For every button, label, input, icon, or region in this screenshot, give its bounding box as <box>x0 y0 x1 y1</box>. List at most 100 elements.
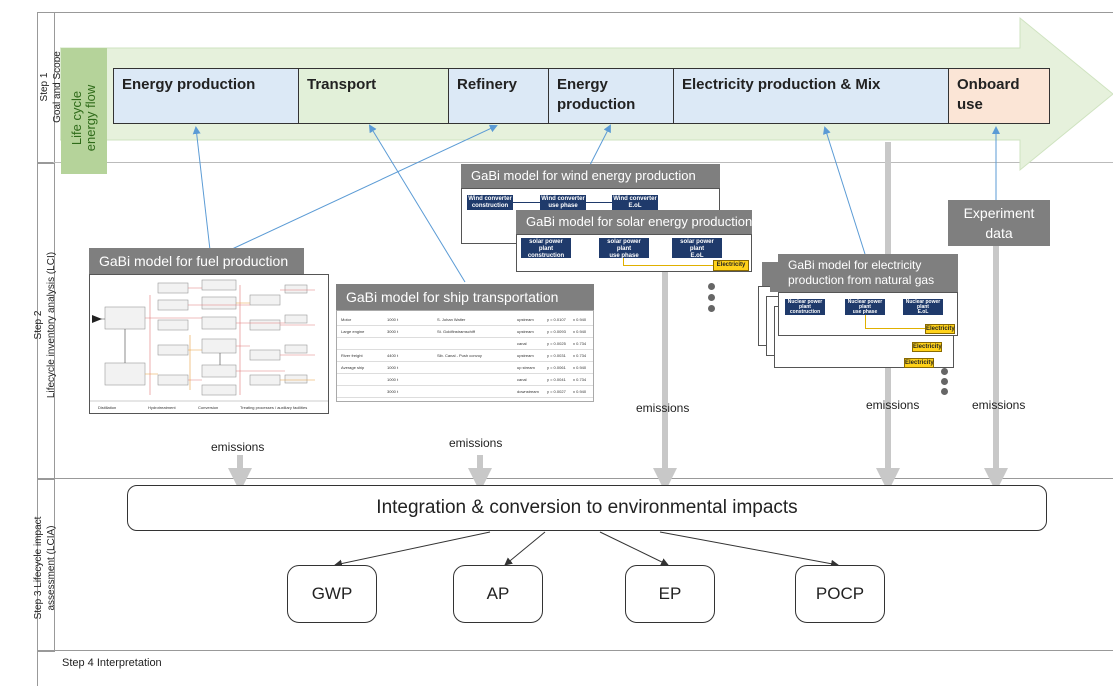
ship-table-cell: y = 0.0031 <box>547 353 566 358</box>
emissions-onboard: emissions <box>972 398 1026 412</box>
step2-box <box>37 162 55 480</box>
fuel-footer-conversion: Conversion <box>198 405 219 410</box>
nuclear-node-eol: Nuclear power plant E.oL <box>903 299 943 315</box>
ship-table-row <box>337 361 593 362</box>
ship-table-cell: x 0.734 <box>573 377 587 382</box>
ship-table-cell: 3000 t <box>387 389 399 394</box>
ship-table-cell: y = 0.0107 <box>547 317 566 322</box>
segment-transport: Transport <box>298 68 449 124</box>
ship-table-row <box>337 349 593 350</box>
divider-2 <box>53 478 1113 479</box>
ship-table-cell: y = 0.0061 <box>547 365 566 370</box>
gas-more-dots <box>941 368 949 395</box>
segment-refinery: Refinery <box>448 68 549 124</box>
ship-table-cell: 3000 t <box>387 329 399 334</box>
gas-electricity-2: Electricity <box>912 342 942 352</box>
nuclear-node-construction: Nuclear power plant construction <box>785 299 825 315</box>
fuel-flowchart-icon <box>90 279 328 402</box>
ship-table-cell: downstream <box>517 389 539 394</box>
ship-table-cell: y = 0.0027 <box>547 389 566 394</box>
wind-node-construction: Wind converter construction <box>467 195 513 210</box>
impact-ap: AP <box>453 565 543 623</box>
emissions-ship: emissions <box>449 436 503 450</box>
divider-1 <box>53 162 1113 163</box>
ship-model-table: Motor 1000 t S. Johan Walter upstream y = 0.… <box>336 310 594 402</box>
ship-table-cell: x 0.940 <box>573 365 587 370</box>
ship-table-cell: St. Goldfinstramschiff <box>437 329 475 334</box>
wind-node-eol: Wind converter E.oL <box>612 195 658 210</box>
solar-model-panel: solar power plant construction solar pow… <box>516 234 752 272</box>
experiment-data-box: Experiment data <box>948 200 1050 246</box>
ship-table-cell: Sib. Canal - Push convoy <box>437 353 482 358</box>
ship-table-cell: y = 0.0093 <box>547 329 566 334</box>
ship-table-cell: 1000 t <box>387 377 399 382</box>
emissions-gas: emissions <box>866 398 920 412</box>
ship-table-cell: x 0.940 <box>573 329 587 334</box>
fuel-footer-treating: Treating processes / auxiliary facilitie… <box>240 405 308 410</box>
ship-table-cell: up stream <box>517 365 535 370</box>
ship-table-cell: canal <box>517 377 527 382</box>
solar-node-eol: solar power plant E.oL <box>672 238 722 259</box>
gas-yellow-line-h <box>865 328 925 329</box>
impact-gwp: GWP <box>287 565 377 623</box>
impact-ep: EP <box>625 565 715 623</box>
segment-onboard-use: Onboard use <box>948 68 1050 124</box>
ship-table-cell: S. Johan Walter <box>437 317 466 322</box>
ship-table-cell: Motor <box>341 317 352 322</box>
ship-table-cell: upstream <box>517 317 534 322</box>
ship-table-cell: canal <box>517 341 527 346</box>
emissions-wind-solar: emissions <box>636 401 690 415</box>
ship-table-cell: x 0.940 <box>573 317 587 322</box>
gas-electricity-3: Electricity <box>904 358 934 368</box>
fuel-footer-distillation: Distillation <box>98 405 117 410</box>
step3-box <box>37 478 55 652</box>
step4-label: Step 4 Interpretation <box>62 657 162 669</box>
ship-table-cell: Large engine <box>341 329 365 334</box>
nuclear-node-use: Nuclear power plant use phase <box>845 299 885 315</box>
wind-connector-1 <box>513 202 540 203</box>
integration-box: Integration & conversion to environmenta… <box>127 485 1047 531</box>
ship-table-row <box>337 385 593 386</box>
solar-node-construction: solar power plant construction <box>521 238 571 259</box>
ship-model-header: GaBi model for ship transportation <box>336 284 594 310</box>
ship-table-cell: x 0.734 <box>573 353 587 358</box>
wind-node-use: Wind converter use phase <box>540 195 586 210</box>
ship-table-row <box>337 373 593 374</box>
ship-table-cell: x 0.734 <box>573 341 587 346</box>
solar-model-header: GaBi model for solar energy production <box>516 210 752 234</box>
solar-yellow-line <box>623 258 624 266</box>
ship-table-cell: 1000 t <box>387 365 399 370</box>
wind-connector-2 <box>586 202 612 203</box>
fuel-model-header: GaBi model for fuel production <box>89 248 304 274</box>
ship-table-cell: y = 0.0041 <box>547 377 566 382</box>
wind-model-header: GaBi model for wind energy production <box>461 164 720 188</box>
flow-label-box <box>61 48 107 174</box>
solar-node-use: solar power plant use phase <box>599 238 649 259</box>
integration-label: Integration & conversion to environmenta… <box>376 497 798 518</box>
impact-pocp: POCP <box>795 565 885 623</box>
divider-3 <box>37 650 1113 651</box>
gas-yellow-line <box>865 315 866 329</box>
ship-table-cell: 1000 t <box>387 317 399 322</box>
ship-table-cell: y = 0.0025 <box>547 341 566 346</box>
segment-energy-production-1: Energy production <box>113 68 299 124</box>
emissions-fuel: emissions <box>211 440 265 454</box>
ship-table-cell: River freight <box>341 353 363 358</box>
fuel-footer-hydrotreatment: Hydrotreatment <box>148 405 176 410</box>
segment-energy-production-2: Energy production <box>548 68 674 124</box>
top-border <box>53 12 1113 13</box>
ship-table-cell: Average ship <box>341 365 365 370</box>
ship-table-row <box>337 397 593 398</box>
gas-model-panel: Nuclear power plant construction Nuclear… <box>778 292 958 336</box>
fuel-model-diagram: Distillation Hydrotreatment Conversion T… <box>89 274 329 414</box>
segment-electricity-mix: Electricity production & Mix <box>673 68 949 124</box>
gas-electricity-1: Electricity <box>925 324 955 334</box>
ship-table-cell: x 0.940 <box>573 389 587 394</box>
step1-box <box>37 12 55 164</box>
gas-model-header: GaBi model for electricity production fr… <box>778 254 958 292</box>
ship-table-row <box>337 325 593 326</box>
ship-table-cell: upstream <box>517 353 534 358</box>
ship-table-cell: upstream <box>517 329 534 334</box>
solar-electricity: Electricity <box>713 260 749 271</box>
